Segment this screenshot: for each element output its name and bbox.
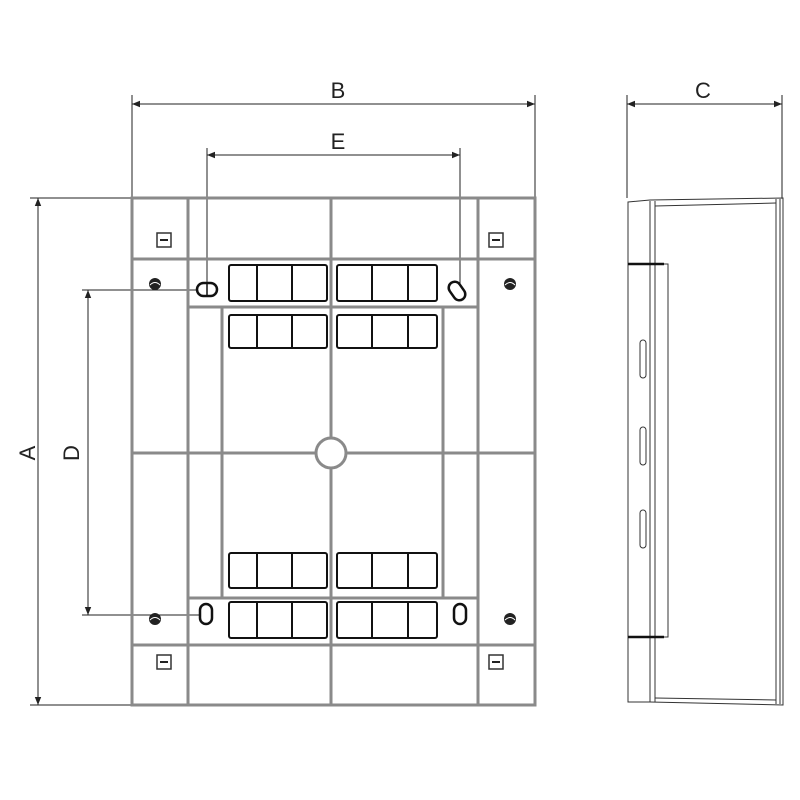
mounting-slot-icon (452, 602, 468, 626)
screw-icon (504, 278, 516, 290)
dimension-a: A (15, 197, 132, 706)
dimension-e: E (206, 129, 461, 290)
screw-icon (149, 613, 161, 625)
side-hinge-slot (639, 339, 647, 379)
screw-icon (504, 613, 516, 625)
dimension-label-b: B (331, 78, 346, 103)
minus-marker-icon (156, 654, 172, 670)
dimension-b: B (131, 78, 536, 198)
minus-marker-icon (488, 654, 504, 670)
dimension-label-d: D (59, 445, 84, 461)
side-view (627, 197, 784, 706)
minus-marker-icon (488, 232, 504, 248)
dimension-d: D (59, 289, 205, 616)
minus-marker-icon (156, 232, 172, 248)
side-hinge-slot (639, 426, 647, 466)
dimension-label-c: C (695, 78, 711, 103)
module-row-2 (228, 314, 438, 349)
dimension-c: C (626, 78, 783, 198)
dimension-label-e: E (331, 129, 346, 154)
mounting-slot-icon (195, 281, 219, 298)
module-row-4 (228, 601, 438, 639)
dimension-label-a: A (15, 445, 40, 460)
module-row-1 (228, 264, 438, 302)
front-view (130, 196, 537, 707)
screw-icon (149, 278, 161, 290)
module-row-3 (228, 552, 438, 589)
side-hinge-slot (639, 509, 647, 549)
center-knockout (314, 436, 348, 470)
mounting-slot-icon (198, 602, 214, 626)
mounting-slot-icon (447, 280, 467, 302)
